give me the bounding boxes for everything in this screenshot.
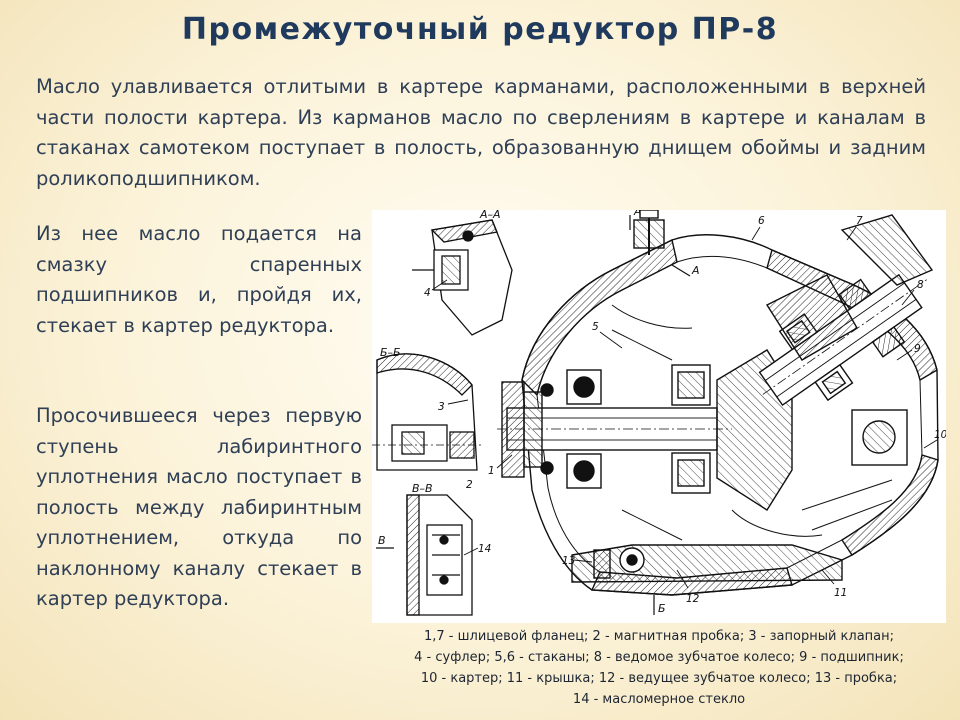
figure-caption: 1,7 - шлицевой фланец; 2 - магнитная про…	[372, 626, 946, 710]
callout-14: 14	[478, 543, 491, 555]
caption-line-1: 1,7 - шлицевой фланец; 2 - магнитная про…	[423, 629, 895, 644]
label-b-bottom: Б	[658, 602, 666, 615]
callout-2: 2	[466, 479, 473, 491]
left-paragraph-1: Из нее масло подается на смазку спаренны…	[36, 222, 362, 337]
inset-section-aa	[412, 219, 513, 336]
label-v-left: В	[378, 534, 386, 547]
intro-paragraph: Масло улавливается отлитыми в картере ка…	[36, 75, 926, 190]
bearing-right-top	[671, 364, 711, 406]
label-a-mid: А	[691, 264, 700, 277]
callout-8: 8	[917, 279, 924, 291]
label-bb: Б–Б	[380, 346, 401, 359]
bearing-left-bottom	[566, 453, 602, 489]
label-a-top: А	[633, 210, 642, 218]
gearbox-drawing: А–А А А Б–Б В–В Б В 1 2 3 4 5 6 7 8 9 10…	[372, 210, 946, 623]
callout-12: 12	[686, 593, 700, 605]
label-vv: В–В	[412, 482, 433, 495]
label-aa: А–А	[479, 210, 501, 221]
callout-4: 4	[424, 287, 431, 299]
left-paragraph-2: Просочившееся через первую ступень лабир…	[36, 404, 362, 610]
caption-line-4: 14 - масломерное стекло	[572, 692, 746, 707]
inset-section-bb	[372, 353, 482, 471]
callout-11: 11	[834, 587, 847, 599]
callout-13: 13	[562, 555, 575, 567]
gearbox-drawing-svg: А–А А А Б–Б В–В Б В 1 2 3 4 5 6 7 8 9 10…	[372, 210, 946, 616]
callout-3: 3	[438, 401, 445, 413]
bearing-right-bottom	[671, 452, 711, 494]
callout-9: 9	[914, 343, 921, 355]
slide-title: Промежуточный редуктор ПР-8	[181, 12, 779, 47]
bearing-left-top	[566, 369, 602, 405]
callout-10: 10	[934, 429, 946, 441]
callout-7: 7	[856, 215, 863, 227]
callout-1: 1	[488, 465, 495, 477]
caption-line-2: 4 - суфлер; 5,6 - стаканы; 8 - ведомое з…	[414, 650, 904, 665]
driven-gear	[765, 274, 858, 361]
callout-6: 6	[758, 215, 765, 227]
caption-line-3: 10 - картер; 11 - крышка; 12 - ведущее з…	[420, 671, 898, 686]
inset-section-vv	[406, 494, 473, 616]
callout-5: 5	[592, 321, 599, 333]
